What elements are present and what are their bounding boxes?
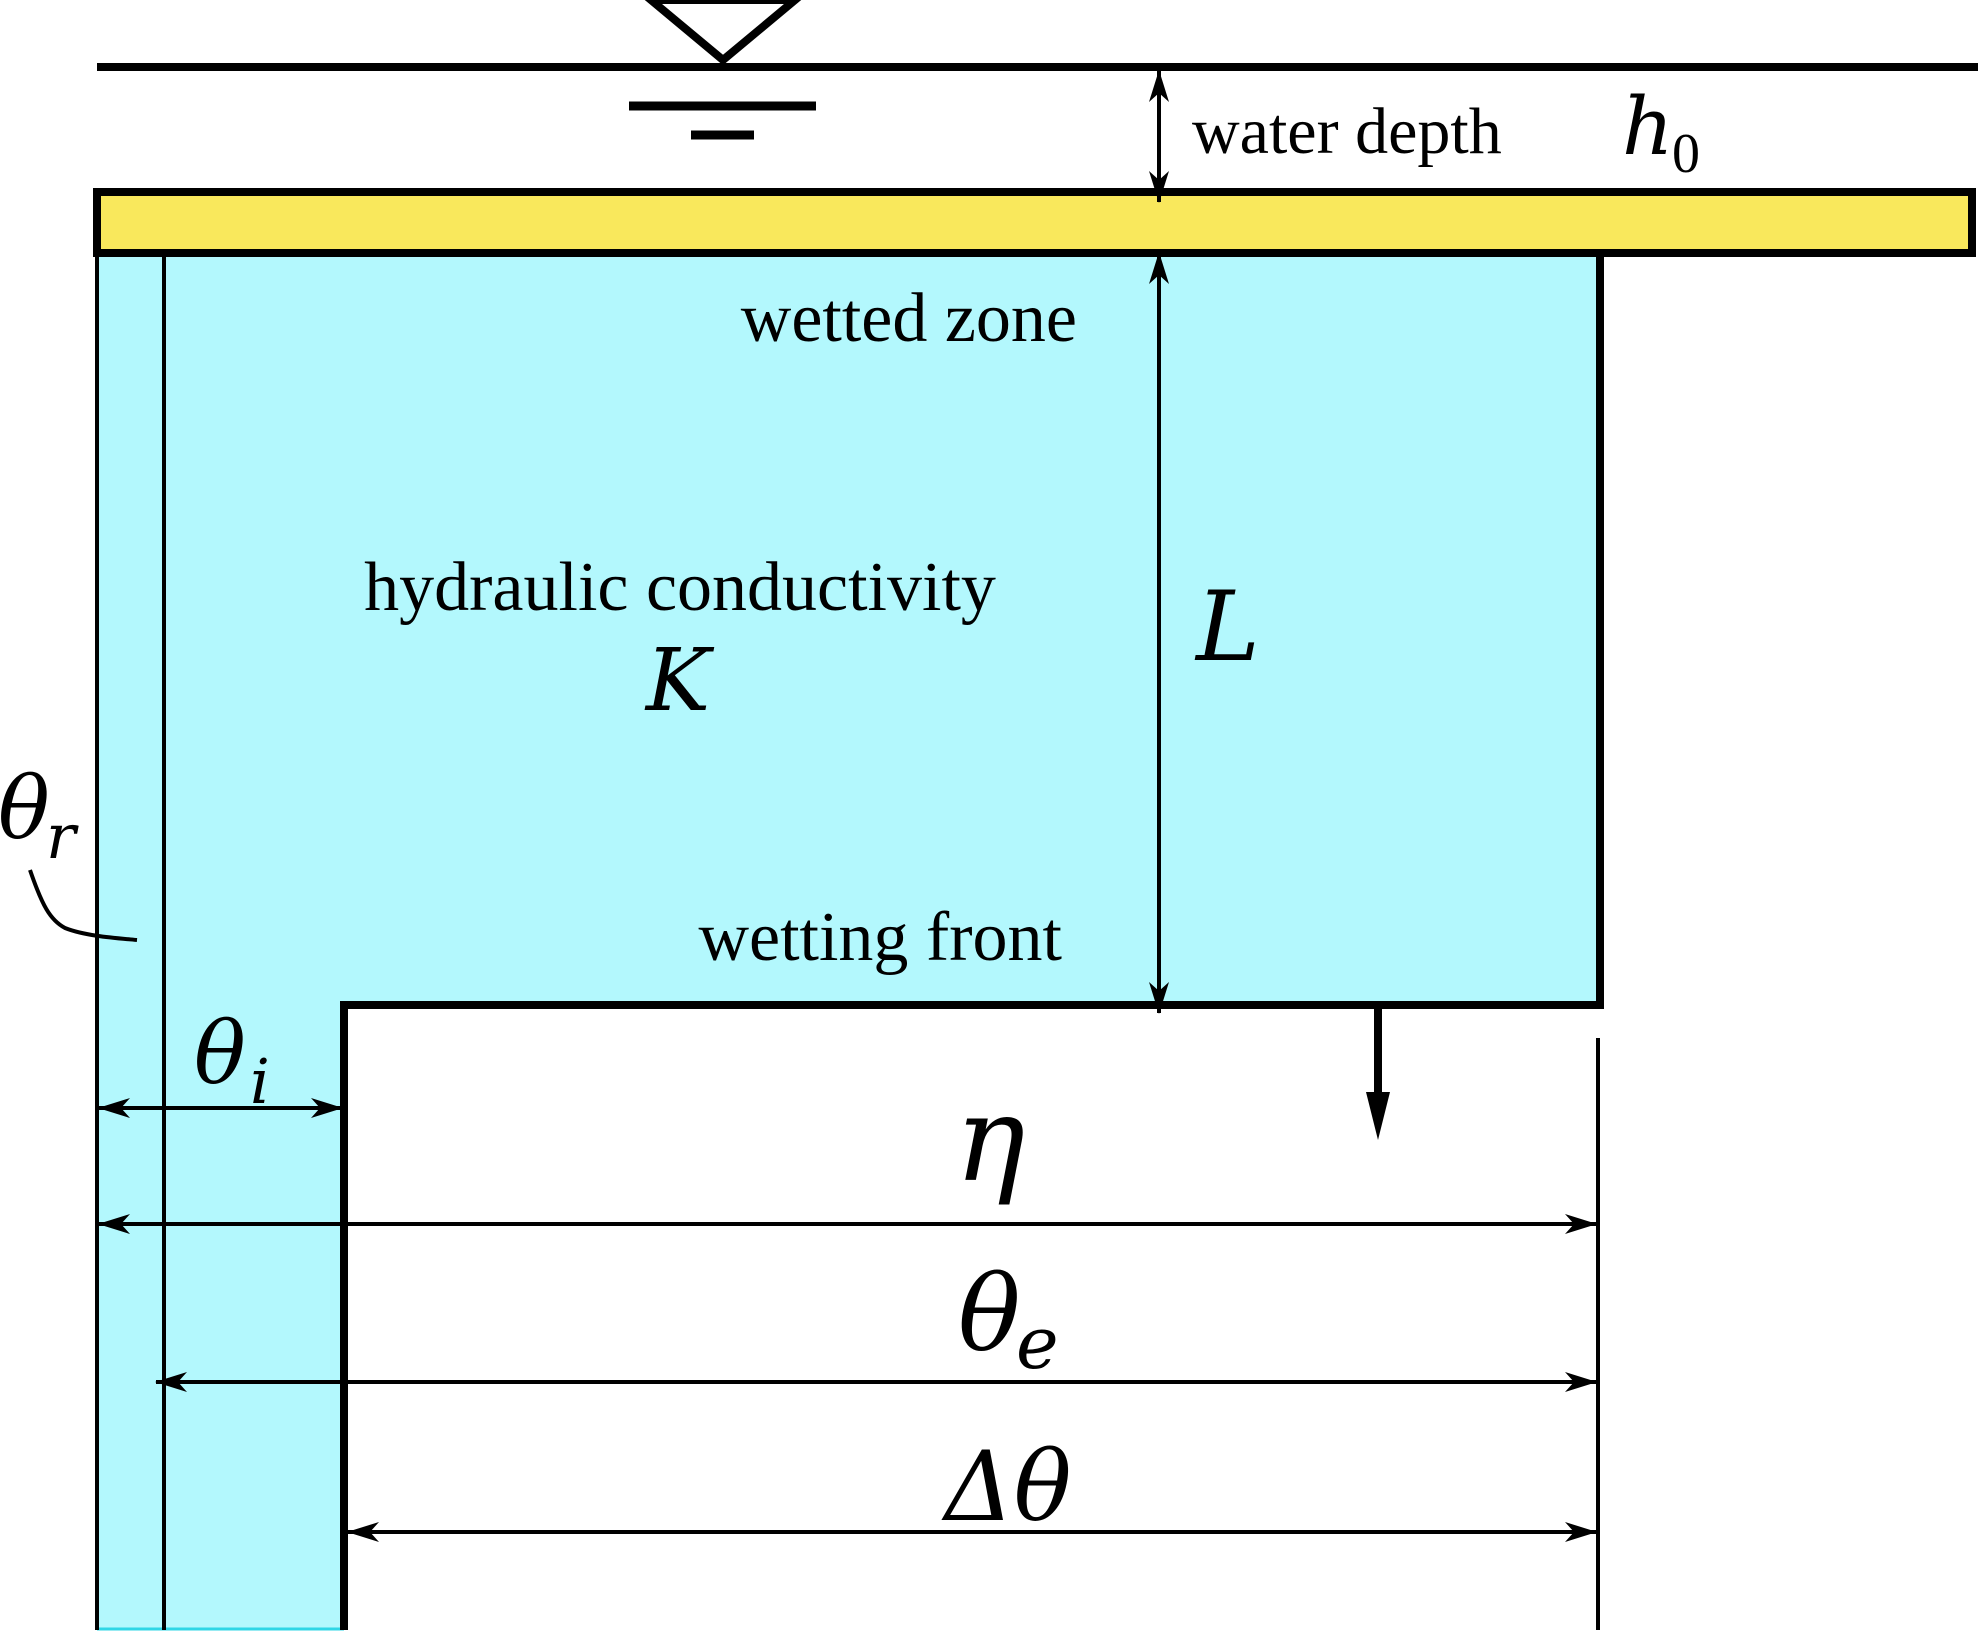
L-symbol: L: [1194, 571, 1260, 683]
infiltration-direction-arrowhead: [1366, 1092, 1390, 1140]
theta-r-leader: [28, 869, 138, 942]
wetting-front-label: wetting front: [698, 899, 1062, 976]
theta-i-subscript: i: [250, 1045, 270, 1118]
water-depth-label: water depth: [1192, 95, 1502, 168]
K-symbol: K: [644, 631, 715, 731]
delta-theta-symbol: Δθ: [940, 1431, 1071, 1543]
theta-i-symbol: θ: [194, 1004, 246, 1104]
theta-e-subscript: e: [1016, 1301, 1059, 1385]
theta-e-symbol: θ: [958, 1253, 1021, 1375]
wetting-front-outline: [340, 253, 1604, 1630]
water-level-triangle-icon: [629, 0, 816, 140]
wetted-zone-label: wetted zone: [741, 280, 1077, 357]
h0-subscript: 0: [1672, 123, 1700, 185]
theta-r-subscript: r: [46, 800, 79, 873]
wetted-zone-region: [97, 253, 1600, 1630]
ponded-surface-layer: [93, 188, 1976, 257]
h0-symbol: h: [1622, 80, 1674, 173]
theta-r-symbol: θ: [0, 759, 50, 859]
eta-symbol: η: [955, 1070, 1026, 1208]
hydraulic-conductivity-label: hydraulic conductivity: [364, 549, 996, 626]
